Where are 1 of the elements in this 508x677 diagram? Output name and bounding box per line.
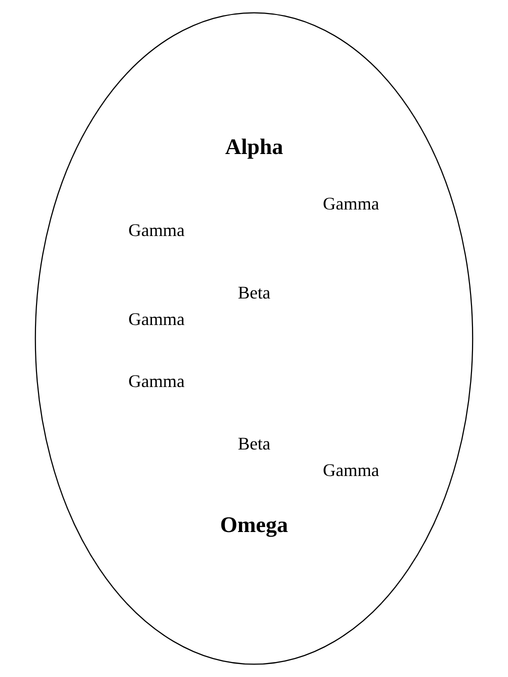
node-ellipse: Alpha Gamma Gamma Beta Gamma Gamma Beta Gamma Omega	[34, 12, 474, 665]
